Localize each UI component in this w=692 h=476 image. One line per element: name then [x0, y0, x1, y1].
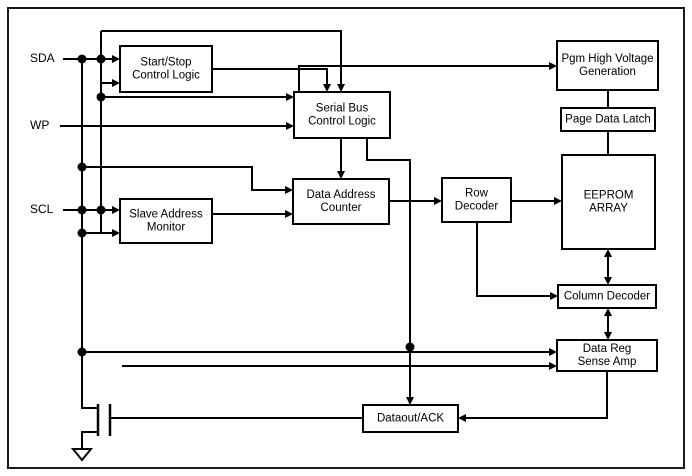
arrow-wp-serialbus [286, 122, 294, 130]
arrow-rowdecoder-eeprom [554, 197, 562, 205]
wire-sda-to-datacounter [82, 166, 289, 191]
junction-dot-dataout-branch-tap [405, 342, 415, 352]
junction-dot-sda-datacounter-tap [77, 162, 87, 172]
diagram-frame [7, 7, 685, 469]
block-label-slave-address-monitor: Monitor [147, 222, 186, 234]
arrow-datacounter-rowdecoder [434, 197, 442, 205]
wire-serialbus-to-dataout [366, 138, 411, 401]
block-rect-data-address-counter[interactable] [292, 178, 390, 225]
junction-dot-sda-datareg-tap [77, 347, 87, 357]
block-label-data-address-counter: Data Address [306, 189, 375, 201]
arrow-serialbus-datacounter [337, 171, 345, 179]
open-drain-nmos [70, 352, 122, 462]
pin-label-wp: WP [30, 118, 49, 132]
block-label-column-decoder: Column Decoder [564, 291, 650, 303]
arrow-bus-serialbus [286, 93, 294, 101]
block-label-start-stop-control-logic: Start/Stop [140, 57, 191, 69]
arrow-datareg-dataout [458, 414, 466, 422]
nmos-source-lead [81, 431, 98, 449]
arrow-fetrail-datareg [549, 362, 557, 370]
arrow-scl-slave-2 [112, 229, 120, 237]
arrow-scl-slave [112, 206, 120, 214]
block-rect-page-data-latch[interactable] [560, 107, 656, 132]
pin-label-layer: SDA WP SCL [30, 51, 55, 216]
block-page-data-latch[interactable]: Page Data Latch [560, 107, 656, 132]
block-label-start-stop-control-logic: Control Logic [132, 70, 200, 82]
wire-layer [60, 30, 612, 422]
arrow-slave-datacounter [285, 210, 293, 218]
arrow-serialbus-pgmhv [549, 62, 557, 70]
block-rect-row-decoder[interactable] [441, 177, 512, 223]
block-rect-slave-address-monitor[interactable] [119, 198, 213, 244]
block-label-slave-address-monitor: Slave Address [129, 209, 203, 221]
block-label-serial-bus-control-logic: Control Logic [308, 116, 376, 128]
wire-serialbus-to-pgmhv [298, 65, 553, 92]
block-label-data-reg-sense-amp: Data Reg [583, 343, 632, 355]
block-dataout-ack[interactable]: Dataout/ACK [362, 404, 459, 433]
wire-startstop-to-serialbus [212, 68, 328, 88]
junction-dot-scl-bus-tap [77, 205, 87, 215]
junction-dot-scl-slave-tap [96, 205, 106, 215]
block-label-row-decoder: Row [465, 188, 489, 200]
block-label-page-data-latch: Page Data Latch [565, 114, 651, 126]
junction-dot-sda-startstop-tap [96, 54, 106, 64]
block-label-dataout-ack: Dataout/ACK [377, 413, 444, 425]
block-label-data-reg-sense-amp: Sense Amp [578, 356, 637, 368]
block-label-pgm-high-voltage-generation: Generation [579, 66, 636, 78]
nmos-drain-lead [81, 352, 98, 409]
block-rect-dataout-ack[interactable] [362, 404, 459, 433]
block-column-decoder[interactable]: Column Decoder [557, 284, 657, 309]
block-rect-column-decoder[interactable] [557, 284, 657, 309]
arrow-serialbus-dataout [406, 397, 414, 405]
arrow-down-datareg [604, 332, 612, 340]
wire-top-feedback-rail [101, 30, 342, 88]
block-label-row-decoder: Decoder [455, 201, 499, 213]
arrow-sda-datacounter [285, 186, 293, 194]
junction-dot-sda-bus-tap [77, 54, 87, 64]
junction-dot-scl-lower-tap [77, 228, 87, 238]
block-label-serial-bus-control-logic: Serial Bus [316, 103, 369, 115]
arrow-rowdecoder-columndecoder [550, 292, 558, 300]
arrow-startstop-serialbus [323, 84, 331, 92]
pin-label-scl: SCL [30, 202, 54, 216]
block-label-eeprom-array: ARRAY [589, 203, 628, 215]
arrow-sda-datareg [549, 348, 557, 356]
block-rect-data-reg-sense-amp[interactable] [556, 339, 658, 372]
block-label-pgm-high-voltage-generation: Pgm High Voltage [561, 53, 653, 65]
block-rect-serial-bus-control-logic[interactable] [293, 91, 391, 139]
arrow-bus-startstop-2 [112, 79, 120, 87]
wire-rowdecoder-to-columndecoder [476, 222, 554, 297]
block-rect-start-stop-control-logic[interactable] [119, 45, 213, 93]
block-rect-pgm-high-voltage-generation[interactable] [556, 40, 659, 91]
pin-label-sda: SDA [30, 51, 55, 65]
ground-symbol [70, 448, 94, 462]
arrow-sda-startstop [112, 55, 120, 63]
arrow-up-eeprom [604, 249, 612, 257]
junction-dot-layer [77, 54, 415, 357]
arrow-top-rail-serialbus [337, 84, 345, 92]
arrow-down-columndecoder [604, 277, 612, 285]
block-label-eeprom-array: EEPROM [584, 190, 634, 202]
block-rect-eeprom-array[interactable] [561, 154, 656, 250]
arrow-up-columndecoder [604, 308, 612, 316]
junction-dot-sda-serialbus-tap [96, 92, 106, 102]
wire-datareg-to-dataout [462, 371, 608, 419]
block-label-data-address-counter: Counter [321, 202, 362, 214]
